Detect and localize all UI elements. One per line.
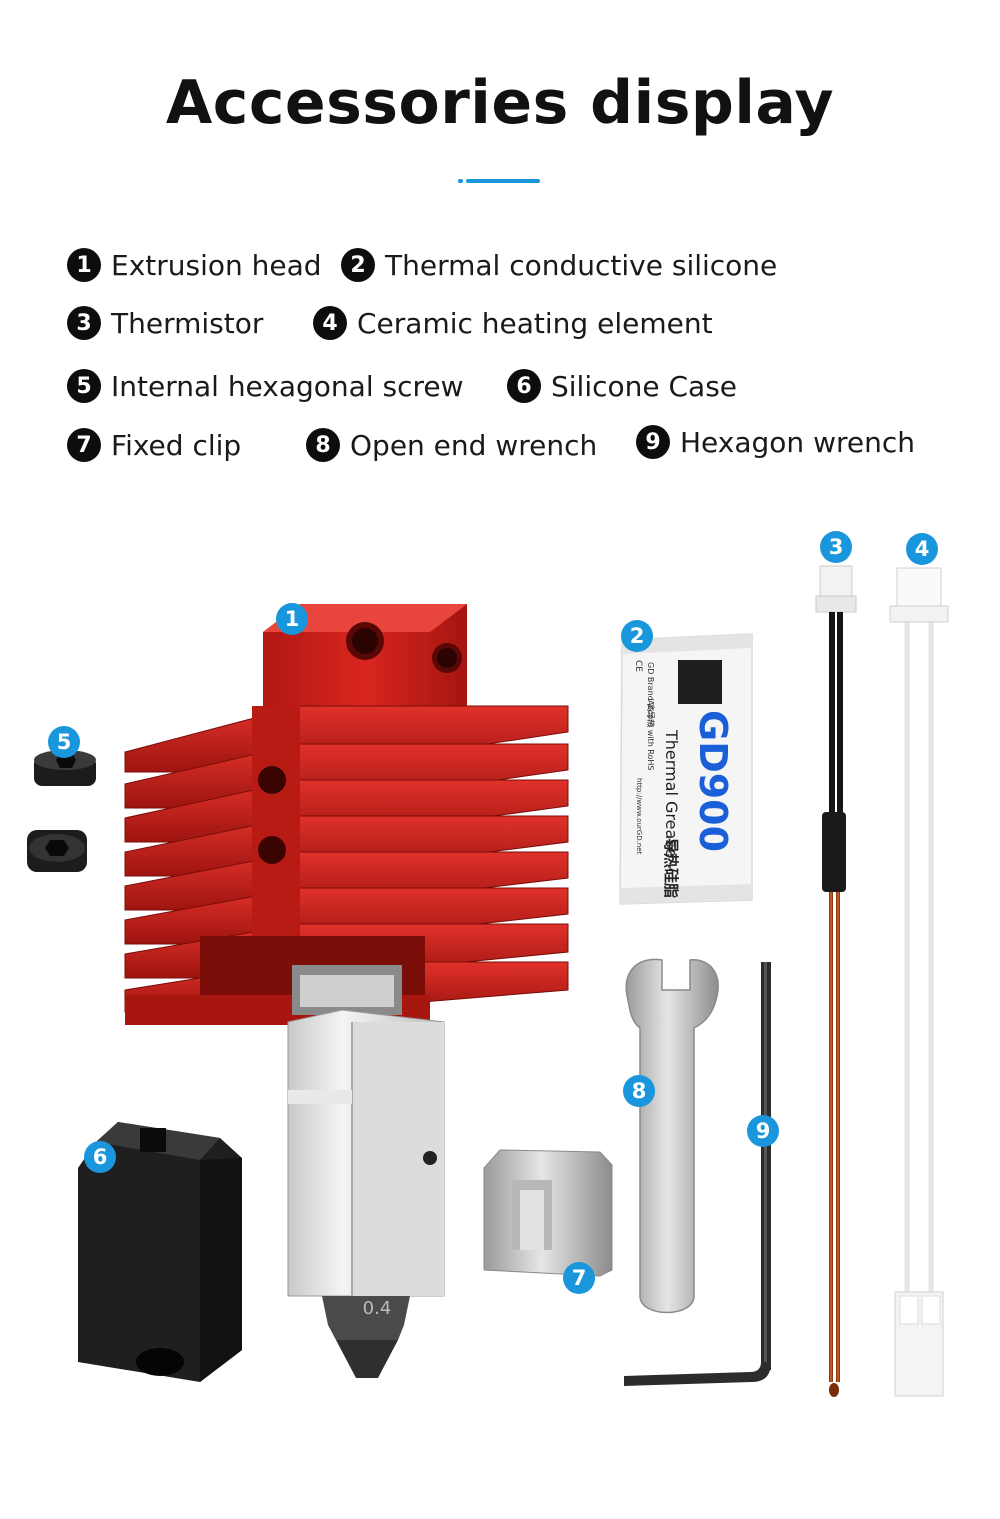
callout-badge-9: 9 — [747, 1115, 779, 1147]
open-end-wrench-icon — [625, 958, 719, 1314]
ceramic-heater-icon — [889, 567, 949, 1397]
legend-number: 9 — [636, 425, 670, 459]
hex-screw-icon — [27, 750, 96, 872]
legend-number: 7 — [67, 428, 101, 462]
heater-block-icon: 0.4 — [287, 1009, 445, 1378]
callout-badge-5: 5 — [48, 726, 80, 758]
nozzle-size-label: 0.4 — [363, 1298, 392, 1319]
legend-label: Open end wrench — [350, 428, 598, 462]
legend-number: 4 — [313, 306, 347, 340]
callout-badge-2: 2 — [621, 620, 653, 652]
legend-item-open-wrench: 8 Open end wrench — [306, 427, 597, 463]
callout-badge-8: 8 — [623, 1075, 655, 1107]
thermistor-icon — [815, 565, 857, 1397]
legend-number: 5 — [67, 369, 101, 403]
grease-ce: CE — [633, 660, 643, 672]
callout-badge-6: 6 — [84, 1141, 116, 1173]
legend-label: Ceramic heating element — [357, 306, 713, 340]
legend-item-thermal-silicone: 2 Thermal conductive silicone — [341, 247, 777, 283]
grease-packet-icon: GD900 Thermal Grease 导热硅脂 GD Brand 高导热 A… — [619, 633, 753, 905]
page-title: Accessories display — [165, 68, 835, 138]
legend-item-thermistor: 3 Thermistor — [67, 305, 263, 341]
hex-wrench-icon — [624, 962, 771, 1386]
legend-number: 3 — [67, 306, 101, 340]
title-underline — [458, 179, 540, 183]
legend-item-hex-wrench: 9 Hexagon wrench — [636, 424, 915, 460]
title-underline-bar — [466, 179, 540, 183]
grease-name: Thermal Grease — [662, 729, 681, 857]
silicone-case-icon — [78, 1122, 242, 1382]
legend-label: Thermistor — [111, 306, 264, 340]
callout-badge-3: 3 — [820, 531, 852, 563]
grease-url: http://www.ourGD.net — [635, 778, 643, 855]
grease-brand-line: GD Brand 高导热 — [646, 662, 656, 727]
legend-item-fixed-clip: 7 Fixed clip — [67, 427, 241, 463]
legend-item-extrusion-head: 1 Extrusion head — [67, 247, 322, 283]
legend-number: 8 — [306, 428, 340, 462]
grease-chinese: 导热硅脂 — [662, 838, 680, 898]
legend-number: 2 — [341, 248, 375, 282]
grease-brand: GD900 — [691, 710, 735, 852]
callout-badge-1: 1 — [276, 603, 308, 635]
legend-label: Hexagon wrench — [680, 425, 915, 459]
grease-rohs: Accord with RoHS — [646, 700, 655, 771]
fixed-clip-icon — [483, 1149, 613, 1277]
legend-item-ceramic-heater: 4 Ceramic heating element — [313, 305, 713, 341]
legend-item-hex-screw: 5 Internal hexagonal screw — [67, 368, 464, 404]
callout-badge-4: 4 — [906, 533, 938, 565]
legend-item-silicone-case: 6 Silicone Case — [507, 368, 737, 404]
legend-label: Fixed clip — [111, 428, 242, 462]
legend-label: Extrusion head — [111, 248, 322, 282]
callout-badge-7: 7 — [563, 1262, 595, 1294]
legend-label: Silicone Case — [551, 369, 738, 403]
legend-number: 1 — [67, 248, 101, 282]
title-underline-dot — [458, 179, 463, 183]
legend-number: 6 — [507, 369, 541, 403]
extrusion-head-icon — [124, 604, 569, 1025]
legend-label: Internal hexagonal screw — [111, 369, 464, 403]
legend-label: Thermal conductive silicone — [385, 248, 778, 282]
